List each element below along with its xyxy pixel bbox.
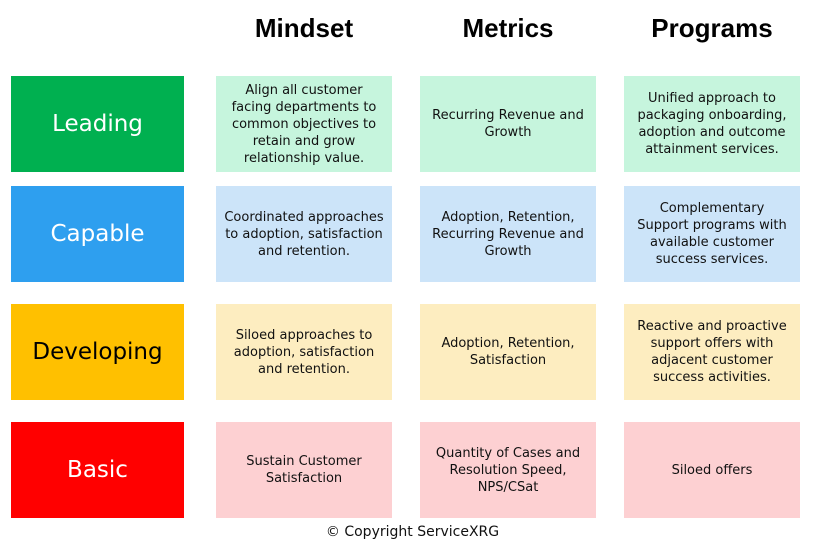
header-mindset: Mindset: [254, 12, 354, 43]
cell-leading-metrics: Recurring Revenue and Growth: [420, 76, 596, 172]
level-developing: Developing: [11, 304, 184, 400]
cell-basic-metrics: Quantity of Cases and Resolution Speed, …: [420, 422, 596, 518]
cell-capable-mindset: Coordinated approaches to adoption, sati…: [216, 186, 392, 282]
copyright-footer: © Copyright ServiceXRG: [325, 524, 500, 540]
cell-capable-metrics: Adoption, Retention, Recurring Revenue a…: [420, 186, 596, 282]
header-metrics: Metrics: [462, 12, 554, 43]
cell-capable-programs: Complementary Support programs with avai…: [624, 186, 800, 282]
header-programs: Programs: [651, 12, 773, 43]
cell-developing-mindset: Siloed approaches to adoption, satisfact…: [216, 304, 392, 400]
level-capable: Capable: [11, 186, 184, 282]
level-leading: Leading: [11, 76, 184, 172]
level-basic: Basic: [11, 422, 184, 518]
cell-leading-programs: Unified approach to packaging onboarding…: [624, 76, 800, 172]
cell-basic-programs: Siloed offers: [624, 422, 800, 518]
cell-developing-programs: Reactive and proactive support offers wi…: [624, 304, 800, 400]
cell-leading-mindset: Align all customer facing departments to…: [216, 76, 392, 172]
cell-developing-metrics: Adoption, Retention, Satisfaction: [420, 304, 596, 400]
cell-basic-mindset: Sustain Customer Satisfaction: [216, 422, 392, 518]
